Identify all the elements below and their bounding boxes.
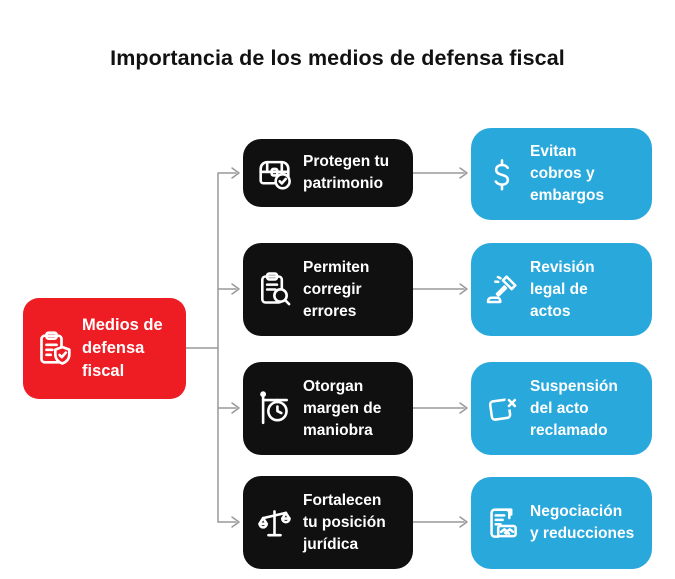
contract-handshake-icon [483,504,521,542]
node-label: Fortalecen tu posición jurídica [303,491,386,553]
node-label: Evitan cobros y embargos [530,143,605,204]
treasure-chest-check-icon [255,154,294,193]
node-otorgan-margen-maniobra: Otorgan margen de maniobra [243,362,413,455]
node-suspension-acto-reclamado: Suspensión del acto reclamado [471,362,652,455]
node-revision-legal-actos: Revisión legal de actos [471,243,652,336]
node-label: Revisión legal de actos [530,258,595,320]
node-label: Medios de defensa fiscal [82,316,163,380]
node-label: Protegen tu patrimonio [303,153,390,192]
diagram-title: Importancia de los medios de defensa fis… [110,46,565,70]
node-medios-defensa-fiscal: Medios de defensa fiscal [23,298,186,399]
document-x-icon [483,390,521,428]
hanging-clock-icon [255,389,294,428]
clipboard-shield-icon [34,329,74,369]
node-label: Suspensión del acto reclamado [530,377,618,439]
node-protegen-patrimonio: Protegen tu patrimonio [243,139,413,207]
gavel-icon [483,271,521,309]
node-label: Permiten corregir errores [303,258,370,320]
scale-icon [255,503,294,542]
node-fortalecen-posicion-juridica: Fortalecen tu posición jurídica [243,476,413,569]
node-evitan-cobros-embargos: Evitan cobros y embargos [471,128,652,220]
node-negociacion-reducciones: Negociación y reducciones [471,477,652,569]
node-label: Otorgan margen de maniobra [303,377,382,439]
node-label: Negociación y reducciones [530,503,635,542]
clipboard-search-icon [255,270,294,309]
dollar-icon [483,155,521,193]
node-permiten-corregir-errores: Permiten corregir errores [243,243,413,336]
